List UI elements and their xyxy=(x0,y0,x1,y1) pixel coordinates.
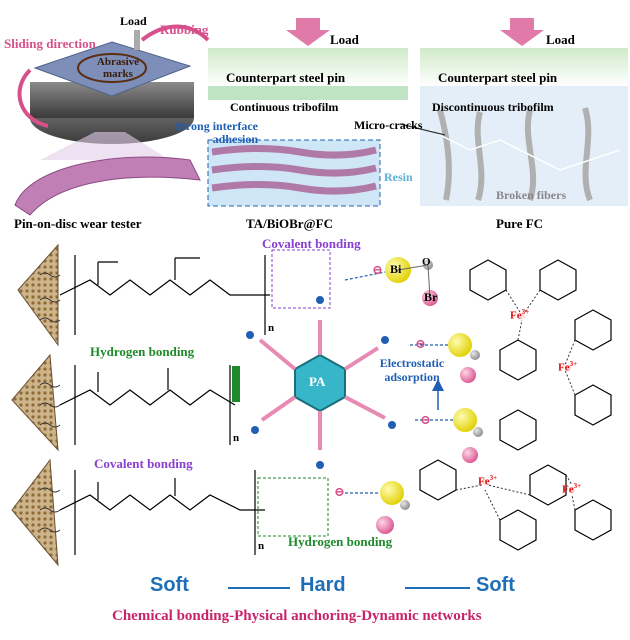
pei-chains xyxy=(59,255,270,555)
fiber-bundle-2 xyxy=(11,353,59,452)
fe-symbol-4: Fe xyxy=(562,483,574,496)
fe-ions xyxy=(482,313,575,493)
sliding-arrow xyxy=(17,68,49,128)
fe-charge-2: 3+ xyxy=(569,360,578,368)
fe-charge-3: 3+ xyxy=(489,474,498,482)
o-label: O xyxy=(422,256,431,268)
fe-label-4: Fe3+ xyxy=(562,482,581,496)
chain-index-1: n xyxy=(268,322,275,334)
fiber-layer-2 xyxy=(211,163,377,177)
tagline: Chemical bonding-Physical anchoring-Dyna… xyxy=(112,608,482,624)
hydrogen-box xyxy=(257,477,329,537)
pure-load-label: Load xyxy=(546,32,575,47)
fe-charge-4: 3+ xyxy=(573,482,582,490)
discontinuous-tribofilm-label: Discontinuous tribofilm xyxy=(432,100,554,114)
br-label: Br xyxy=(424,290,438,304)
broken-fiber-4 xyxy=(582,107,593,202)
rubbing-label: Rubbing xyxy=(160,22,209,37)
ion-cluster-1 xyxy=(448,333,480,383)
soft-right-label: Soft xyxy=(476,574,515,596)
counterpart-pin-composite xyxy=(208,48,408,86)
continuous-tribofilm-label: Continuous tribofilm xyxy=(230,100,339,114)
continuous-tribofilm xyxy=(208,86,408,100)
covalent-box xyxy=(271,249,331,309)
counterpart-pin-pure xyxy=(420,48,628,86)
ion-cluster-2 xyxy=(453,408,483,463)
fe-ta-network xyxy=(419,259,612,551)
disc-top xyxy=(33,41,192,97)
fe-label-1: Fe3+ xyxy=(510,308,529,322)
anion-mark-3: ⊖ xyxy=(420,412,431,427)
fiber-bundle-3 xyxy=(11,458,59,567)
rubbing-arrow xyxy=(140,24,210,42)
bi-o-br-cluster xyxy=(385,257,438,306)
hydrogen-bonding-left: Hydrogen bonding xyxy=(90,344,195,359)
pa-label: PA xyxy=(309,374,326,389)
composite-caption: TA/BiOBr@FC xyxy=(246,216,333,231)
tester-caption: Pin-on-disc wear tester xyxy=(14,216,142,231)
fiber-bundle-1 xyxy=(17,243,59,347)
chain-index-2: n xyxy=(233,432,240,444)
pure-caption: Pure FC xyxy=(496,216,544,231)
fe-coordination xyxy=(455,289,576,521)
broken-fibers-label: Broken fibers xyxy=(496,188,567,202)
pure-bulk xyxy=(420,86,628,206)
composite-panel xyxy=(207,18,408,207)
tester-load-label: Load xyxy=(120,14,147,28)
composite-pin-label: Counterpart steel pin xyxy=(226,70,346,85)
micro-crack-pointer xyxy=(399,123,446,136)
fe-label-2: Fe3+ xyxy=(558,360,577,374)
soft-left-label: Soft xyxy=(150,574,189,596)
pure-fc-panel xyxy=(399,18,628,206)
anion-mark-4: ⊖ xyxy=(334,484,345,499)
micro-crack-lines xyxy=(429,129,621,171)
fe-charge-1: 3+ xyxy=(521,308,530,316)
pure-pin-label: Counterpart steel pin xyxy=(438,70,558,85)
anion-mark-2: ⊖ xyxy=(415,336,426,351)
fe-symbol-3: Fe xyxy=(478,475,490,488)
abrasive-marks-label: Abrasive marks xyxy=(96,56,140,80)
pa-core xyxy=(246,296,396,469)
electrostatic-links xyxy=(344,271,453,494)
fiber-layer-1 xyxy=(211,145,377,159)
composite-load-label: Load xyxy=(330,32,359,47)
hydrogen-bond-mark xyxy=(232,366,240,402)
hard-label: Hard xyxy=(300,574,346,596)
fe-label-3: Fe3+ xyxy=(478,474,497,488)
electrostatic-adsorption-label: Electrostatic adsorption xyxy=(379,356,445,384)
abrasive-ring xyxy=(77,53,147,83)
fiber-layer-3 xyxy=(211,181,377,195)
ion-cluster-3 xyxy=(376,481,410,534)
covalent-bonding-top: Covalent bonding xyxy=(262,236,361,251)
pin-rod xyxy=(134,30,140,50)
resin-label: Resin xyxy=(384,170,413,184)
chain-index-3: n xyxy=(258,540,265,552)
pin-on-disc-tester xyxy=(14,24,210,216)
micro-cracks-label: Micro-cracks xyxy=(354,118,423,132)
sliding-direction-label: Sliding direction xyxy=(4,36,96,51)
load-arrow-pure xyxy=(500,18,544,46)
covalent-bonding-left: Covalent bonding xyxy=(94,456,193,471)
hydrogen-bonding-bottom: Hydrogen bonding xyxy=(288,534,393,549)
worn-fiber-sample xyxy=(14,156,201,216)
broken-fiber-1 xyxy=(437,109,452,201)
load-arrow-composite xyxy=(286,18,330,46)
fe-symbol-2: Fe xyxy=(558,361,570,374)
bi-label: Bi xyxy=(390,262,402,276)
anion-mark-1: ⊖ xyxy=(372,262,383,277)
strong-adhesion-label: Strong interface adhesion xyxy=(175,119,258,146)
tether-lines xyxy=(39,272,61,533)
fe-symbol-1: Fe xyxy=(510,309,522,322)
zoom-cone xyxy=(40,132,170,160)
broken-fiber-2 xyxy=(474,111,485,201)
